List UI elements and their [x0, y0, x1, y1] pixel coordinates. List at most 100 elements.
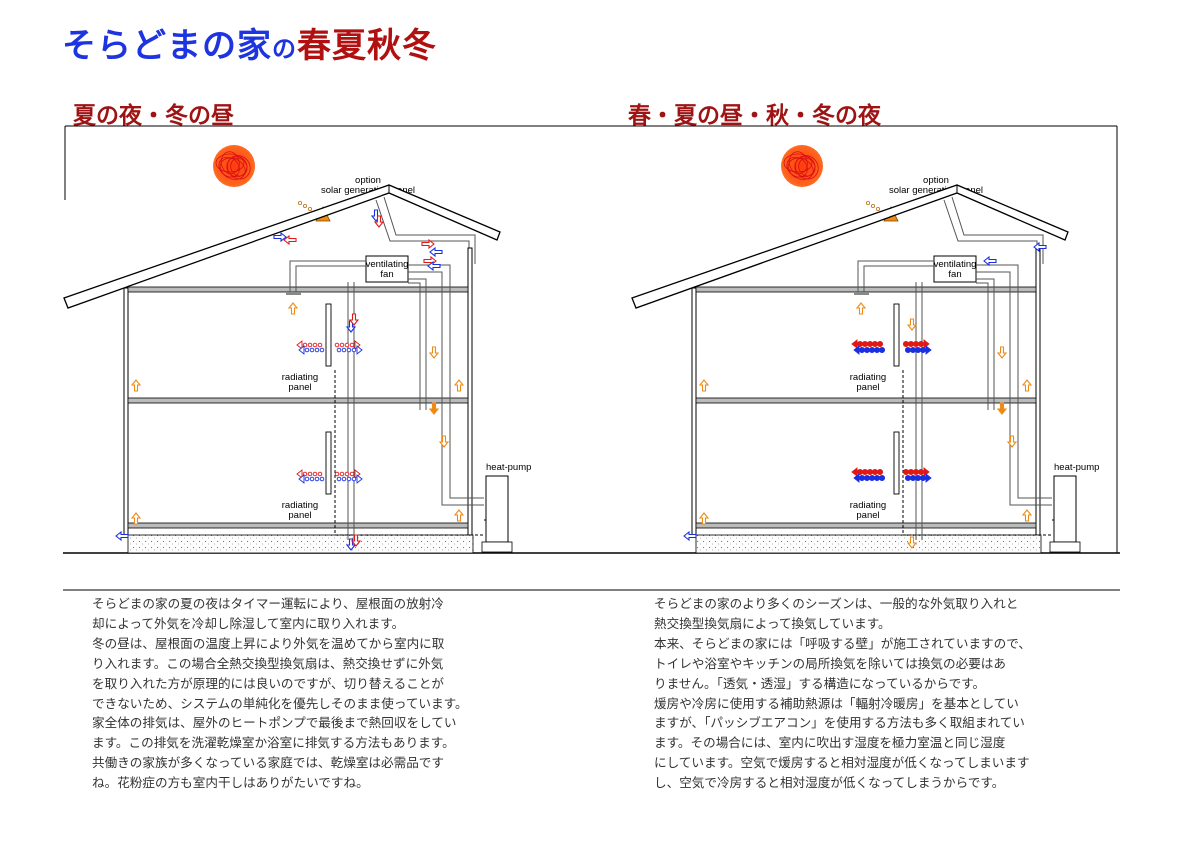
right-text-line: にしています。空気で煖房すると相対湿度が低くなってしまいます	[654, 755, 1030, 771]
flow-dot	[339, 342, 345, 348]
flow-dot	[909, 346, 917, 354]
flow-dot	[873, 346, 881, 354]
flow-dot	[319, 347, 325, 353]
roof-duct	[951, 196, 1044, 264]
flow-dot	[307, 342, 313, 348]
flow-dot	[351, 476, 357, 482]
left-text-line: 却によって外気を冷却し除湿して室内に取り入れます。	[92, 615, 405, 631]
sun-icon	[781, 145, 823, 187]
sunlight-dot	[297, 200, 302, 205]
heatpump-duct	[408, 264, 484, 506]
flow-dot	[876, 468, 884, 476]
radiating-panel-label: radiating	[850, 500, 886, 511]
flow-dot	[868, 474, 876, 482]
flow-dot	[863, 346, 871, 354]
airflow-arrow-down	[428, 402, 440, 415]
sun-scribble	[218, 156, 240, 178]
heat-pump-label: heat-pump	[1054, 462, 1099, 473]
radiant-flow-right-hot	[334, 340, 361, 350]
radiant-flow-right-cool	[336, 474, 363, 484]
right-text-line: ますが、「パッシブエアコン」を使用する方法も多く取組まれてい	[654, 715, 1025, 731]
right-text-line: そらどまの家のより多くのシーズンは、一般的な外気取り入れと	[654, 596, 1019, 611]
radiant-flow-left-cool	[298, 345, 325, 355]
radiating-panel-label: panel	[856, 510, 879, 521]
left-text-line: 冬の昼は、屋根面の温度上昇により外気を温めてから室内に取	[92, 635, 445, 651]
airflow-arrow-up	[453, 509, 465, 522]
sun-scribble	[786, 156, 808, 178]
flow-dot	[856, 468, 864, 476]
radiant-flow-right-hot	[902, 467, 930, 477]
flow-dot	[317, 342, 323, 348]
flow-dot	[909, 474, 917, 482]
flow-dot	[863, 474, 871, 482]
flow-dot	[878, 474, 886, 482]
flow-tip	[356, 345, 363, 355]
page-title: そらどまの家の春夏秋冬	[62, 18, 437, 67]
supply-arrow-down	[348, 313, 360, 326]
flow-dot	[907, 468, 915, 476]
right-text-line: 煖房や冷房に使用する補助熱源は「輻射冷暖房」を基本としてい	[654, 695, 1019, 711]
left-text-line: ます。この排気を洗濯乾燥室か浴室に排気する方法もあります。	[92, 735, 455, 751]
right-description: そらどまの家のより多くのシーズンは、一般的な外気取り入れと 熱交換型換気扇によっ…	[654, 594, 1094, 793]
flow-dot	[904, 474, 912, 482]
ground-floor	[127, 522, 469, 529]
flow-dot	[317, 471, 323, 477]
sun-scribble	[788, 151, 808, 175]
flow-dot	[919, 474, 927, 482]
flow-dot	[912, 340, 920, 348]
flow-dot	[856, 340, 864, 348]
second-floor	[127, 397, 469, 404]
flow-dot	[346, 476, 352, 482]
flow-tip	[851, 467, 858, 477]
radiant-flow-right-hot	[902, 339, 930, 349]
flow-dot	[341, 476, 347, 482]
radiant-flow-left-hot	[296, 469, 323, 479]
supply-arrow-down	[906, 536, 918, 549]
heat-pump-label: heat-pump	[486, 462, 531, 473]
left-text-line: 共働きの家族が多くなっている家庭では、乾燥室は必需品です	[92, 755, 444, 771]
airflow-arrow-down	[428, 346, 440, 359]
flow-tip	[356, 474, 363, 484]
heat-pump-base	[481, 541, 513, 553]
flow-dot	[871, 340, 879, 348]
flow-tip	[853, 345, 860, 355]
supply-duct	[857, 260, 934, 293]
flow-dot	[344, 471, 350, 477]
flow-tip	[296, 340, 303, 350]
heat-pump-unit	[485, 475, 509, 543]
radiant-flow-left-hot	[296, 340, 323, 350]
radiating-panel-lower	[325, 431, 332, 495]
flow-dot	[336, 347, 342, 353]
cool-air-arrow	[273, 231, 287, 243]
flow-dot	[866, 340, 874, 348]
flow-dot	[349, 342, 355, 348]
flow-dot	[876, 340, 884, 348]
roof-duct	[383, 196, 476, 264]
flow-dot	[304, 476, 310, 482]
solar-panel-label: solar generation panel	[889, 185, 983, 196]
flow-dot	[861, 340, 869, 348]
left-subtitle: 夏の夜・冬の昼	[73, 102, 234, 129]
fan-label: ventilating	[934, 259, 977, 270]
roof-flow-arrow	[429, 246, 443, 258]
flow-dot	[344, 342, 350, 348]
fan-label: fan	[948, 269, 961, 280]
left-text-line: そらどまの家の夏の夜はタイマー運転により、屋根面の放射冷	[92, 596, 444, 611]
flow-tip	[851, 339, 858, 349]
right-text-line: 熱交換型換気扇によって換気しています。	[654, 615, 891, 631]
airflow-arrow-up	[287, 302, 299, 315]
flow-dot	[914, 474, 922, 482]
left-wall	[123, 287, 129, 536]
sunlight-dot	[876, 206, 881, 211]
intake-arrow-left	[683, 530, 697, 542]
sun-disc	[213, 145, 255, 187]
flow-dot	[341, 347, 347, 353]
airflow-arrow-down	[1006, 435, 1018, 448]
radiating-panel-label: radiating	[850, 372, 886, 383]
heat-pump-unit	[1053, 475, 1077, 543]
sunlight-dot	[866, 200, 871, 205]
attic-floor	[127, 286, 469, 293]
roof-duct	[375, 199, 470, 264]
supply-outlet	[854, 292, 869, 295]
